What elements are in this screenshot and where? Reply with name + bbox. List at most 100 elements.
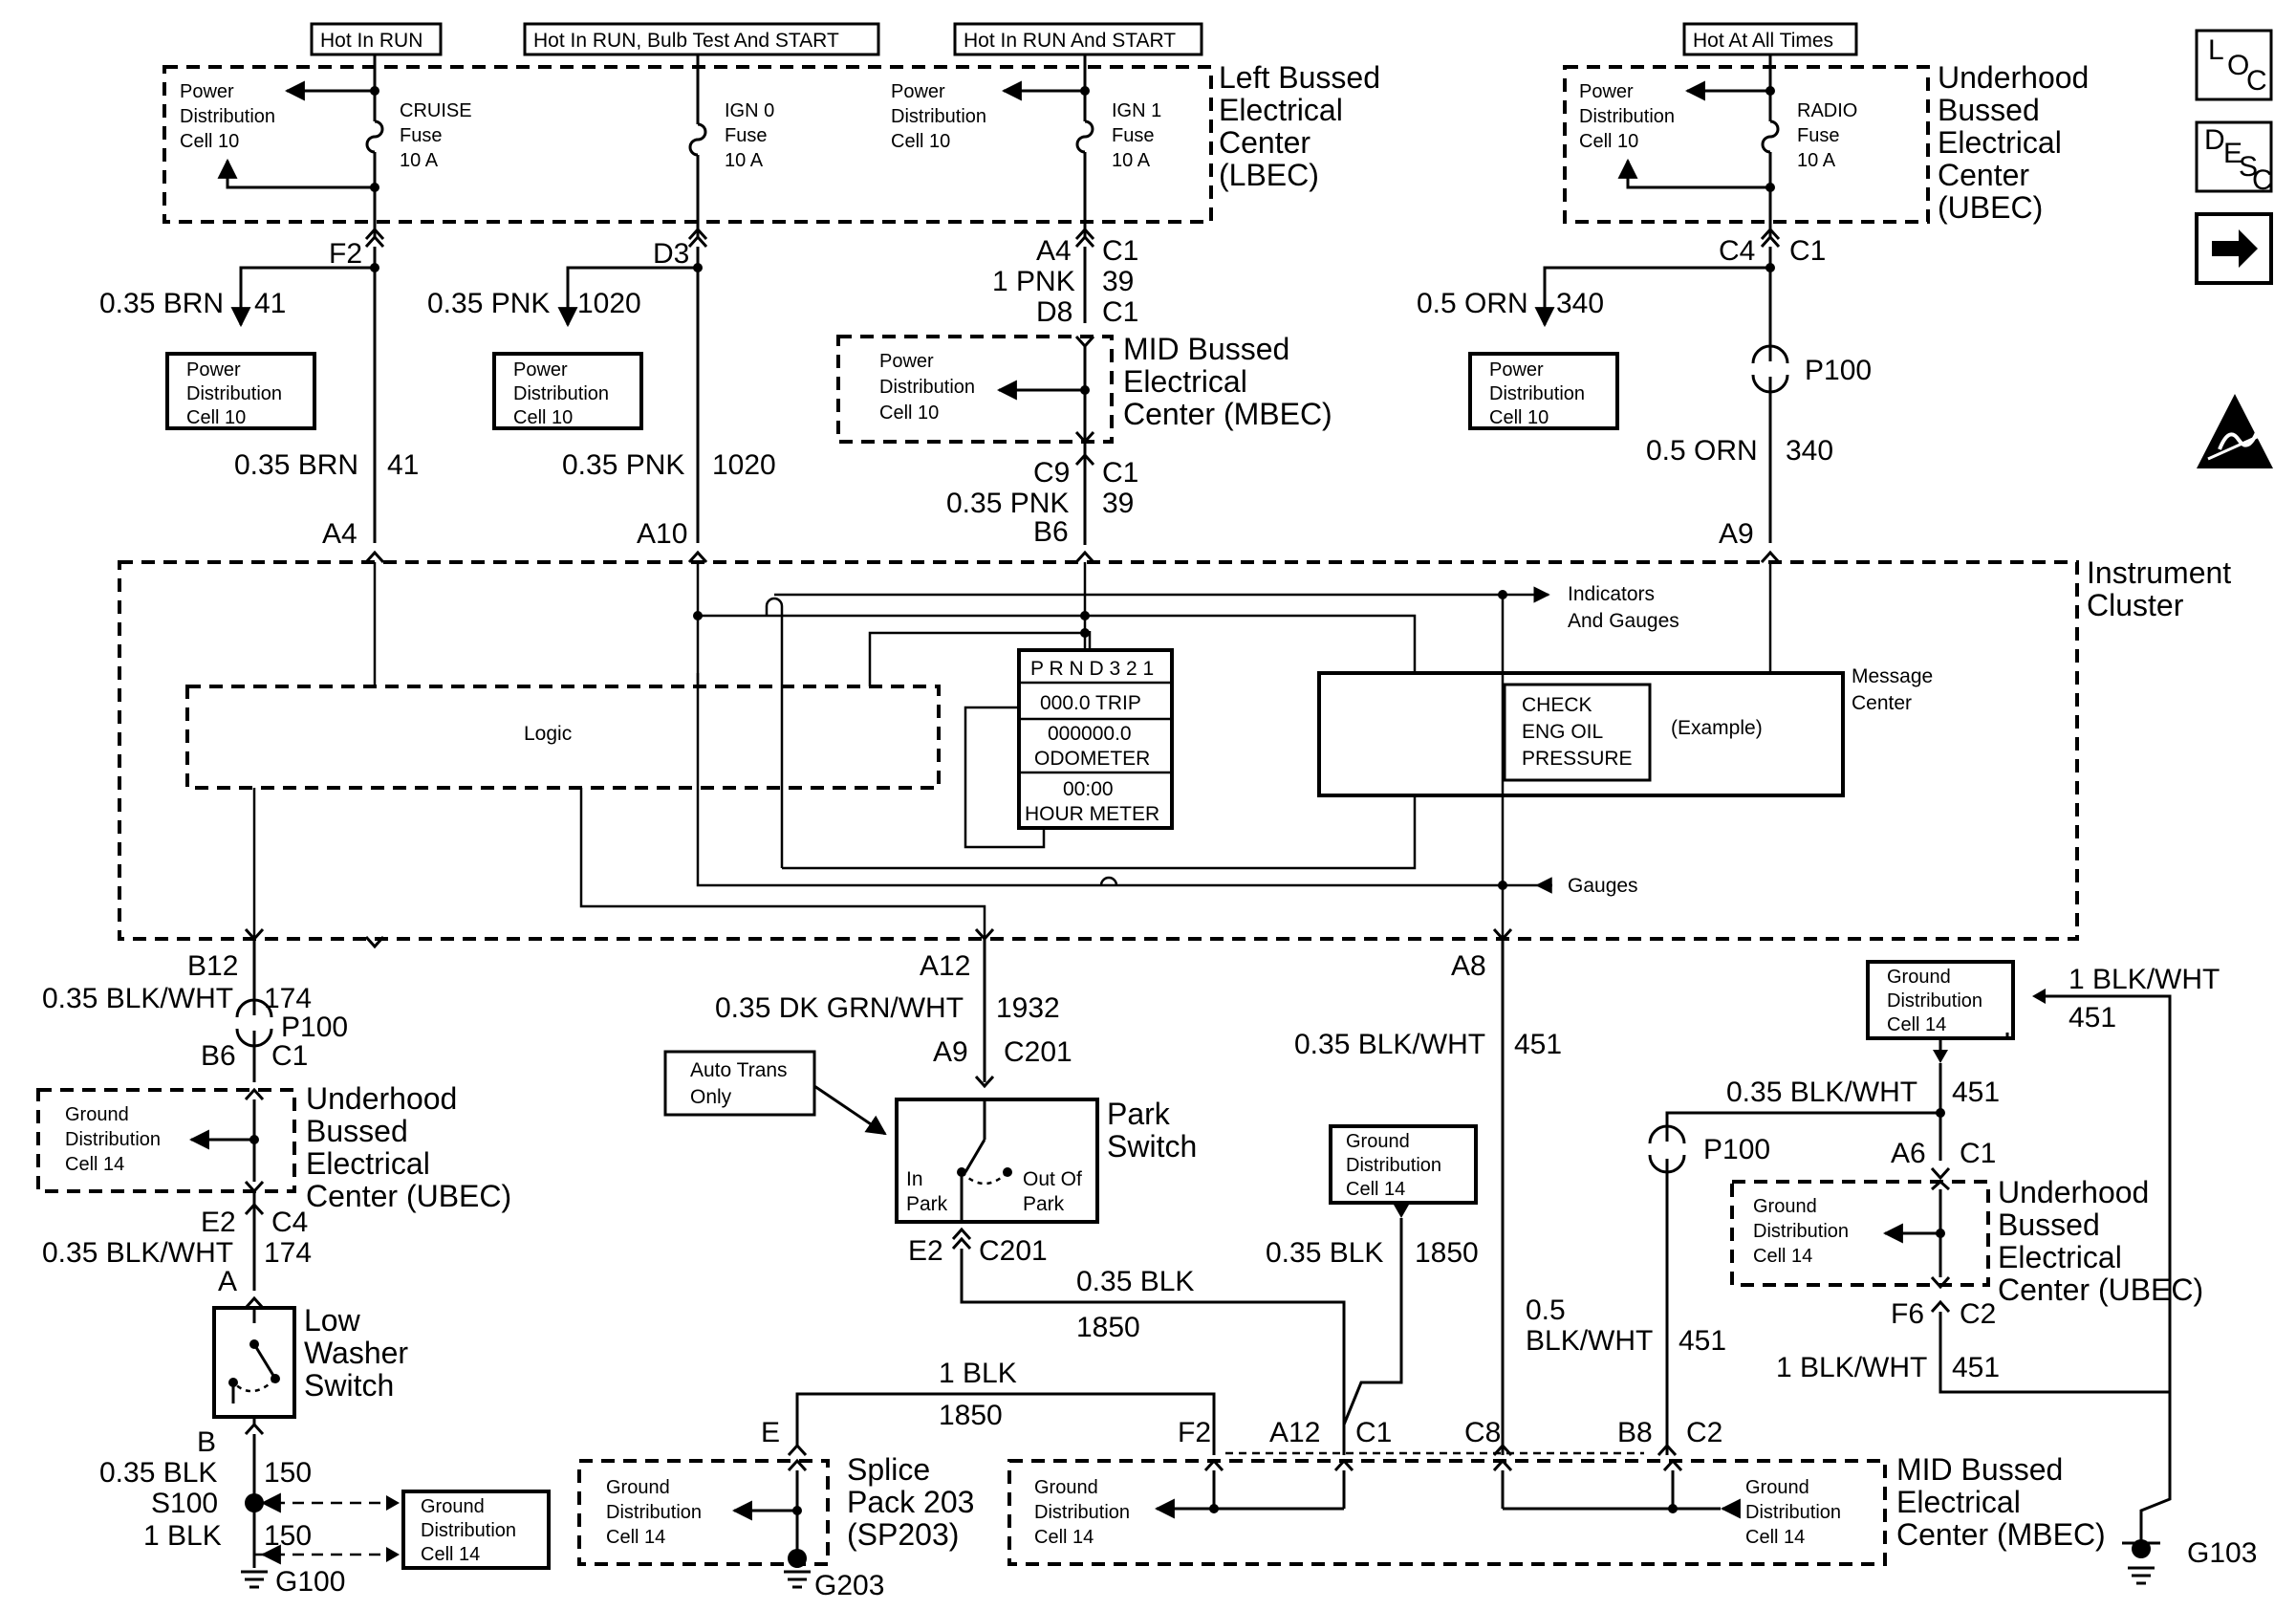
- svg-text:Ground: Ground: [421, 1496, 485, 1517]
- svg-text:C4: C4: [1719, 235, 1755, 267]
- svg-text:PRESSURE: PRESSURE: [1522, 748, 1633, 770]
- svg-text:C2: C2: [1686, 1417, 1722, 1448]
- svg-text:0.35 BRN: 0.35 BRN: [99, 288, 224, 319]
- svg-text:1 BLK: 1 BLK: [939, 1358, 1017, 1389]
- svg-text:1850: 1850: [1076, 1312, 1140, 1343]
- svg-text:Switch: Switch: [1107, 1129, 1197, 1164]
- ign1-fuse-name: IGN 1: [1112, 100, 1161, 121]
- svg-text:0.5 ORN: 0.5 ORN: [1417, 288, 1528, 319]
- svg-text:C: C: [2252, 164, 2273, 196]
- svg-text:C1: C1: [1960, 1138, 1996, 1169]
- circuit-39: A4 C1 1 PNK 39 D8 C1 Power Distribution …: [836, 227, 1332, 564]
- park-switch: In Park Out Of Park Park Switch: [895, 1097, 1197, 1224]
- svg-text:Center (UBEC): Center (UBEC): [1998, 1273, 2203, 1307]
- circuit-451-a8: A8 0.35 BLK/WHT 451 C8: [1294, 927, 1562, 1457]
- radio-fuse-name: RADIO: [1797, 100, 1857, 121]
- svg-text:0.35 BRN: 0.35 BRN: [234, 449, 358, 481]
- svg-text:451: 451: [2069, 1002, 2116, 1033]
- svg-text:Cell 10: Cell 10: [186, 407, 246, 428]
- svg-text:0.35 BLK/WHT: 0.35 BLK/WHT: [1726, 1077, 1917, 1108]
- svg-text:0.5 ORN: 0.5 ORN: [1646, 435, 1758, 467]
- svg-text:Ground: Ground: [1753, 1196, 1817, 1217]
- next-page-arrow-icon[interactable]: [2195, 212, 2273, 285]
- svg-text:Distribution: Distribution: [1034, 1502, 1130, 1523]
- svg-text:E2: E2: [201, 1207, 236, 1238]
- svg-text:P100: P100: [281, 1012, 348, 1043]
- svg-text:L: L: [2208, 34, 2224, 66]
- svg-text:Cell 14: Cell 14: [1753, 1246, 1812, 1267]
- svg-text:41: 41: [254, 288, 286, 319]
- svg-text:Distribution: Distribution: [1489, 383, 1585, 404]
- circuit-174: B12 0.35 BLK/WHT 174 P100 B6 C1 Ground D…: [36, 927, 511, 1310]
- svg-text:ENG OIL: ENG OIL: [1522, 721, 1603, 743]
- circuit-1850-park: E2 C201 0.35 BLK 1850: [908, 1227, 1346, 1455]
- svg-text:Power: Power: [513, 359, 568, 381]
- svg-text:Cell 14: Cell 14: [1887, 1014, 1946, 1035]
- example-label: (Example): [1671, 717, 1763, 739]
- svg-text:1932: 1932: [996, 992, 1060, 1024]
- svg-text:And Gauges: And Gauges: [1568, 610, 1679, 632]
- svg-text:Ground: Ground: [65, 1104, 129, 1125]
- svg-text:0.35 BLK/WHT: 0.35 BLK/WHT: [42, 983, 233, 1014]
- svg-text:10 A: 10 A: [725, 150, 764, 171]
- svg-text:C1: C1: [1789, 235, 1826, 267]
- circuit-1932: A12 0.35 DK GRN/WHT 1932 A9 C201: [715, 927, 1072, 1089]
- svg-text:C8: C8: [1464, 1417, 1501, 1448]
- message-center-label: Message: [1852, 665, 1933, 687]
- svg-text:Power: Power: [1579, 81, 1634, 102]
- svg-text:39: 39: [1102, 488, 1134, 519]
- circuit-451-right: Ground Distribution Cell 14 1 BLK/WHT 45…: [1526, 960, 2257, 1585]
- splice-pack-label: Splice: [847, 1452, 930, 1487]
- svg-text:Cell 14: Cell 14: [1346, 1179, 1405, 1200]
- svg-text:Bussed: Bussed: [306, 1114, 408, 1148]
- lbec-block: Power Distribution Cell 10 CRUISE Fuse 1…: [162, 60, 1380, 239]
- svg-text:(LBEC): (LBEC): [1219, 158, 1319, 192]
- logic-label: Logic: [524, 723, 572, 745]
- svg-text:Fuse: Fuse: [1797, 125, 1839, 146]
- svg-text:41: 41: [387, 449, 419, 481]
- logic-block: [185, 685, 941, 790]
- svg-text:Distribution: Distribution: [879, 377, 975, 398]
- svg-text:150: 150: [264, 1457, 312, 1489]
- svg-text:Power: Power: [180, 81, 234, 102]
- svg-text:C9: C9: [1033, 457, 1070, 489]
- svg-text:Cell 10: Cell 10: [513, 407, 573, 428]
- svg-text:Center (MBEC): Center (MBEC): [1123, 397, 1332, 431]
- svg-text:174: 174: [264, 983, 312, 1014]
- svg-text:Distribution: Distribution: [606, 1502, 702, 1523]
- desc-icon[interactable]: D E S C: [2195, 120, 2273, 196]
- svg-text:Distribution: Distribution: [65, 1129, 161, 1150]
- svg-text:1 BLK/WHT: 1 BLK/WHT: [2069, 964, 2220, 995]
- svg-text:Ground: Ground: [1034, 1477, 1098, 1498]
- ubec-left-title: Underhood: [306, 1081, 457, 1116]
- svg-text:1 PNK: 1 PNK: [992, 266, 1075, 297]
- cluster-title: Instrument: [2087, 555, 2231, 590]
- mbec-title-1: MID Bussed: [1123, 332, 1289, 366]
- svg-text:Distribution: Distribution: [180, 106, 275, 127]
- low-washer-switch: Low Washer Switch: [212, 1303, 408, 1426]
- svg-text:Cell 10: Cell 10: [1489, 407, 1549, 428]
- svg-text:Cluster: Cluster: [2087, 588, 2184, 622]
- svg-text:A: A: [218, 1266, 237, 1297]
- svg-text:C201: C201: [979, 1235, 1048, 1267]
- svg-text:F2: F2: [1178, 1417, 1211, 1448]
- svg-text:1 BLK: 1 BLK: [143, 1520, 222, 1552]
- prnd-display: [1017, 648, 1174, 830]
- svg-text:Distribution: Distribution: [1887, 990, 1982, 1012]
- svg-text:Ground: Ground: [1887, 967, 1951, 988]
- svg-text:Power: Power: [879, 351, 934, 372]
- esd-warning-icon: [2197, 394, 2273, 468]
- park-switch-label: Park: [1107, 1097, 1171, 1131]
- svg-text:Bussed: Bussed: [1998, 1208, 2100, 1242]
- svg-text:D8: D8: [1036, 296, 1072, 328]
- svg-text:0.35 BLK: 0.35 BLK: [1076, 1266, 1194, 1297]
- svg-text:B6: B6: [201, 1040, 236, 1072]
- loc-icon[interactable]: L O C: [2195, 29, 2273, 101]
- gauges-label: Gauges: [1568, 875, 1638, 897]
- svg-text:O: O: [2227, 50, 2249, 81]
- hot-at-all-times-label: Hot At All Times: [1693, 30, 1833, 52]
- svg-text:150: 150: [264, 1520, 312, 1552]
- svg-text:Distribution: Distribution: [891, 106, 986, 127]
- svg-text:Center (MBEC): Center (MBEC): [1896, 1517, 2106, 1552]
